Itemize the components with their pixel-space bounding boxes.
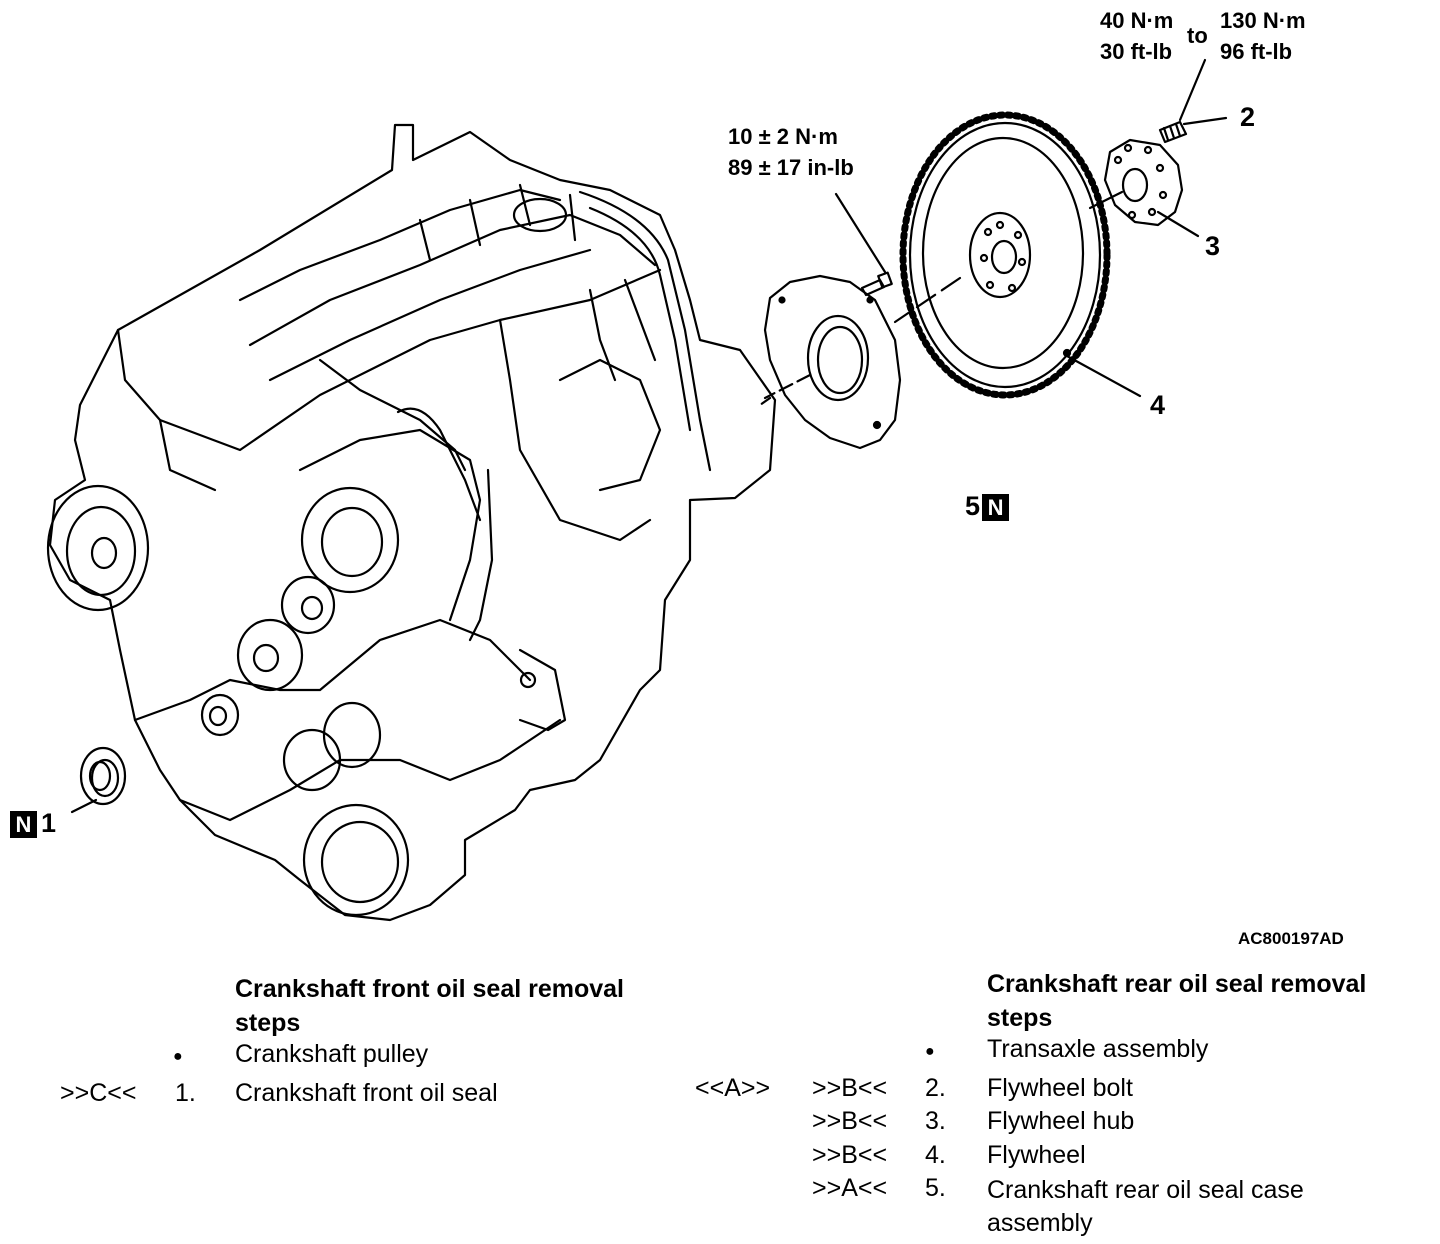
seal-case-bolt (834, 192, 893, 297)
callout-4: 4 (1150, 390, 1166, 420)
rear-step-num: 2. (925, 1074, 946, 1102)
callout-3: 3 (1205, 231, 1221, 261)
rear-oil-seal-case (758, 274, 902, 450)
flywheel-hub (1088, 138, 1200, 238)
flywheel (893, 111, 1142, 399)
front-oil-seal (70, 746, 127, 814)
rear-step-num: 4. (925, 1141, 946, 1169)
torque-value-inlb: 89 ± 17 in-lb (728, 155, 854, 180)
rear-step-num: 5. (925, 1174, 946, 1202)
torque-flywheel-high: 130 N·m 96 ft-lb (1220, 5, 1306, 67)
bullet-icon: ● (173, 1048, 183, 1065)
rear-step-text: Flywheel (987, 1141, 1086, 1169)
rear-step-text: Crankshaft rear oil seal case assembly (987, 1176, 1304, 1237)
torque-to-label: to (1187, 23, 1208, 48)
rear-step-ref-b: >>B<< (812, 1074, 888, 1102)
torque-value-nm: 130 N·m (1220, 8, 1306, 33)
torque-value-ftlb: 96 ft-lb (1220, 39, 1293, 64)
new-part-badge: N (982, 494, 1010, 521)
front-pulleys (46, 484, 410, 917)
figure-code: AC800197AD (1238, 929, 1344, 948)
front-step-ref: >>C<< (60, 1079, 137, 1107)
callout-number: 1 (41, 808, 57, 838)
engine-block (48, 123, 777, 922)
front-step-num: 1. (175, 1079, 196, 1107)
callout-number: 5 (965, 491, 981, 521)
torque-value-nm: 10 ± 2 N·m (728, 124, 838, 149)
rear-step-text: Flywheel hub (987, 1107, 1135, 1135)
new-part-badge: N (10, 811, 37, 838)
rear-bullet-item: Transaxle assembly (987, 1035, 1209, 1063)
torque-value-nm: 40 N·m (1100, 8, 1174, 33)
front-steps-heading: Crankshaft front oil seal removal steps (235, 975, 625, 1037)
front-bullet-item: Crankshaft pulley (235, 1040, 429, 1068)
torque-flywheel-low: 40 N·m 30 ft-lb (1100, 5, 1173, 67)
bullet-icon: ● (925, 1043, 935, 1060)
rear-step-ref-b: >>B<< (812, 1141, 888, 1169)
rear-step-ref-b: >>A<< (812, 1174, 888, 1202)
rear-step-text: Flywheel bolt (987, 1074, 1133, 1102)
flywheel-bolt (1158, 58, 1228, 144)
torque-seal-case: 10 ± 2 N·m 89 ± 17 in-lb (728, 121, 854, 183)
rear-steps-heading: Crankshaft rear oil seal removal steps (987, 970, 1367, 1032)
rear-step-ref-b: >>B<< (812, 1107, 888, 1135)
rear-step-num: 3. (925, 1107, 946, 1135)
rear-step-ref-a: <<A>> (695, 1074, 771, 1102)
front-step-text: Crankshaft front oil seal (235, 1079, 498, 1107)
torque-value-ftlb: 30 ft-lb (1100, 39, 1173, 64)
callout-2: 2 (1240, 102, 1256, 132)
